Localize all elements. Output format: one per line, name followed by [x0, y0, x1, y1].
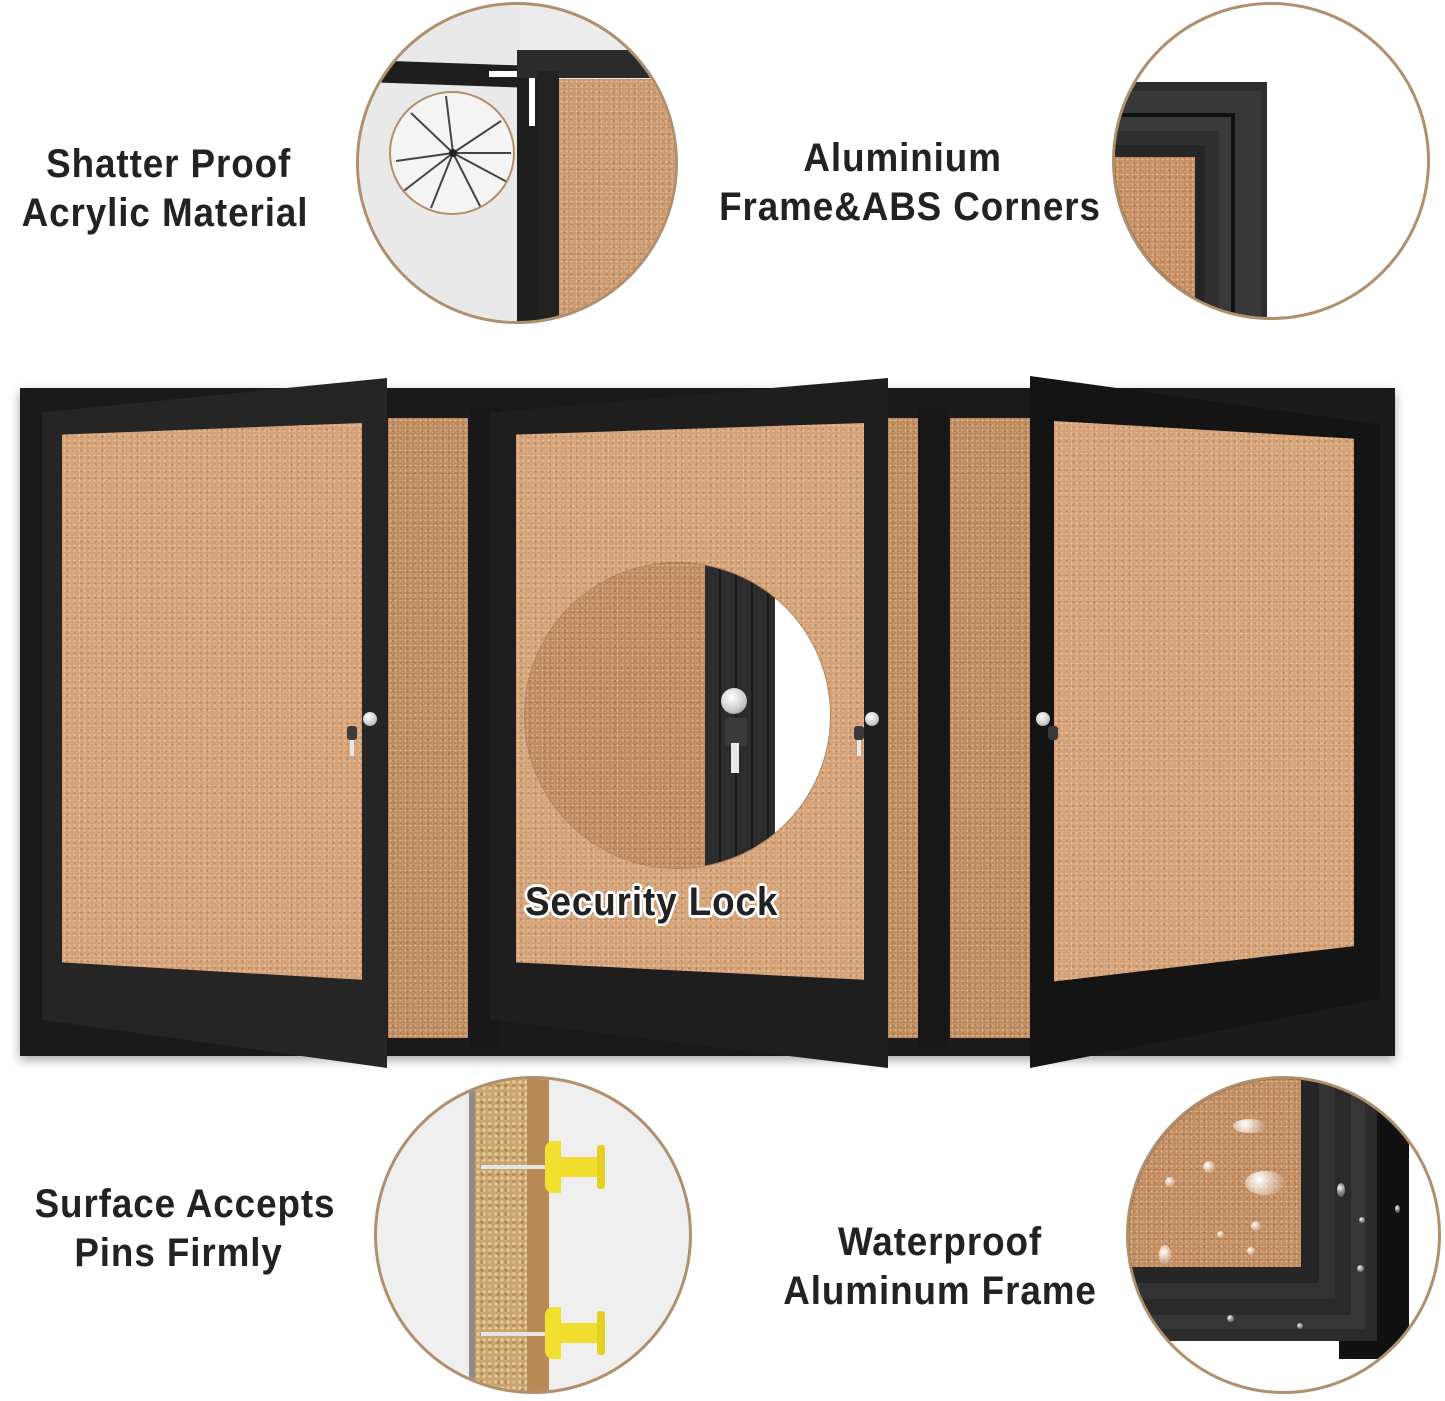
crack-lines-icon [395, 95, 511, 209]
feature-label-line: Aluminum Frame [783, 1268, 1097, 1313]
feature-label-line: Aluminium [803, 136, 1002, 180]
pin-shaft [559, 1157, 599, 1177]
pin-shaft [559, 1323, 599, 1343]
cork-strip-1 [388, 418, 468, 1038]
water-drop-icon [1357, 1265, 1364, 1272]
water-drop-icon [1251, 1221, 1261, 1231]
pin-head-icon [545, 1307, 561, 1359]
cork-surface [1115, 157, 1195, 317]
shattered-acrylic-corner-icon [356, 2, 678, 324]
cork-cross-section-with-pins-icon [374, 1076, 692, 1394]
shatter-inset [389, 91, 515, 215]
lock-icon[interactable] [363, 712, 377, 726]
cork-surface [62, 423, 362, 980]
feature-label-line: Shatter Proof [46, 142, 292, 186]
water-drop-icon [1245, 1171, 1285, 1195]
cork-strip-2 [888, 418, 918, 1038]
cork-surface [559, 79, 675, 321]
key-icon [1048, 726, 1058, 740]
door-panel-1 [42, 378, 387, 1068]
water-drop-icon [1233, 1119, 1267, 1133]
feature-label-line: Acrylic Material [21, 190, 309, 235]
pin-head-icon [545, 1141, 561, 1193]
pin-needle [481, 1165, 549, 1169]
water-drop-icon [1247, 1247, 1255, 1255]
lock-icon[interactable] [865, 712, 879, 726]
cork-surface [525, 563, 705, 868]
frame-profile [705, 563, 775, 868]
feature-label-waterproof: Waterproof Aluminum Frame [774, 1218, 1105, 1316]
feature-label-line: Surface Accepts [34, 1182, 336, 1226]
water-drop-icon [1165, 1177, 1175, 1187]
product-bulletin-board: Security Lock [20, 376, 1395, 1068]
cork-surface-layer [527, 1079, 549, 1391]
feature-label-pins-firmly: Surface Accepts Pins Firmly [24, 1180, 346, 1278]
key-blade [857, 740, 861, 756]
pin-cap [597, 1311, 605, 1355]
aluminium-frame-corner-icon [1112, 2, 1430, 320]
key-icon [854, 726, 864, 740]
water-drop-icon [1337, 1183, 1345, 1197]
water-drop-icon [1203, 1161, 1215, 1173]
water-drop-icon [1395, 1205, 1400, 1213]
pin-cap [597, 1145, 605, 1189]
key-icon [725, 718, 747, 746]
acrylic-edge [775, 563, 830, 868]
pin-needle [481, 1332, 549, 1336]
security-lock-inset [525, 563, 830, 868]
key-blade [350, 740, 354, 756]
feature-label-aluminium-frame: Aluminium Frame&ABS Corners [717, 134, 1103, 232]
abs-corner-white [489, 71, 534, 77]
cork-strip-3 [950, 418, 1030, 1038]
feature-label-line: Pins Firmly [74, 1230, 283, 1275]
feature-label-line: Frame&ABS Corners [719, 184, 1101, 229]
water-drop-icon [1227, 1315, 1234, 1322]
lock-icon[interactable] [721, 688, 747, 714]
feature-label-line: Waterproof [837, 1220, 1043, 1264]
feature-label-security-lock: Security Lock [525, 880, 779, 924]
water-droplets-on-frame-icon [1126, 1076, 1441, 1394]
abs-corner-white [529, 71, 535, 126]
water-drop-icon [1359, 1217, 1365, 1223]
lock-icon[interactable] [1036, 712, 1050, 726]
water-drop-icon [1159, 1245, 1171, 1265]
divider-post-2 [918, 408, 948, 1048]
key-icon [347, 726, 357, 740]
feature-label-shatter-proof: Shatter Proof Acrylic Material [13, 140, 317, 238]
cork-surface [1054, 421, 1354, 982]
water-drop-icon [1217, 1231, 1224, 1238]
key-blade [731, 743, 739, 773]
back-frame-side [537, 71, 559, 321]
backing-board [469, 1079, 475, 1391]
door-panel-3 [1030, 376, 1380, 1068]
frame-vertical-bar [517, 73, 539, 321]
water-drop-icon [1297, 1323, 1303, 1329]
